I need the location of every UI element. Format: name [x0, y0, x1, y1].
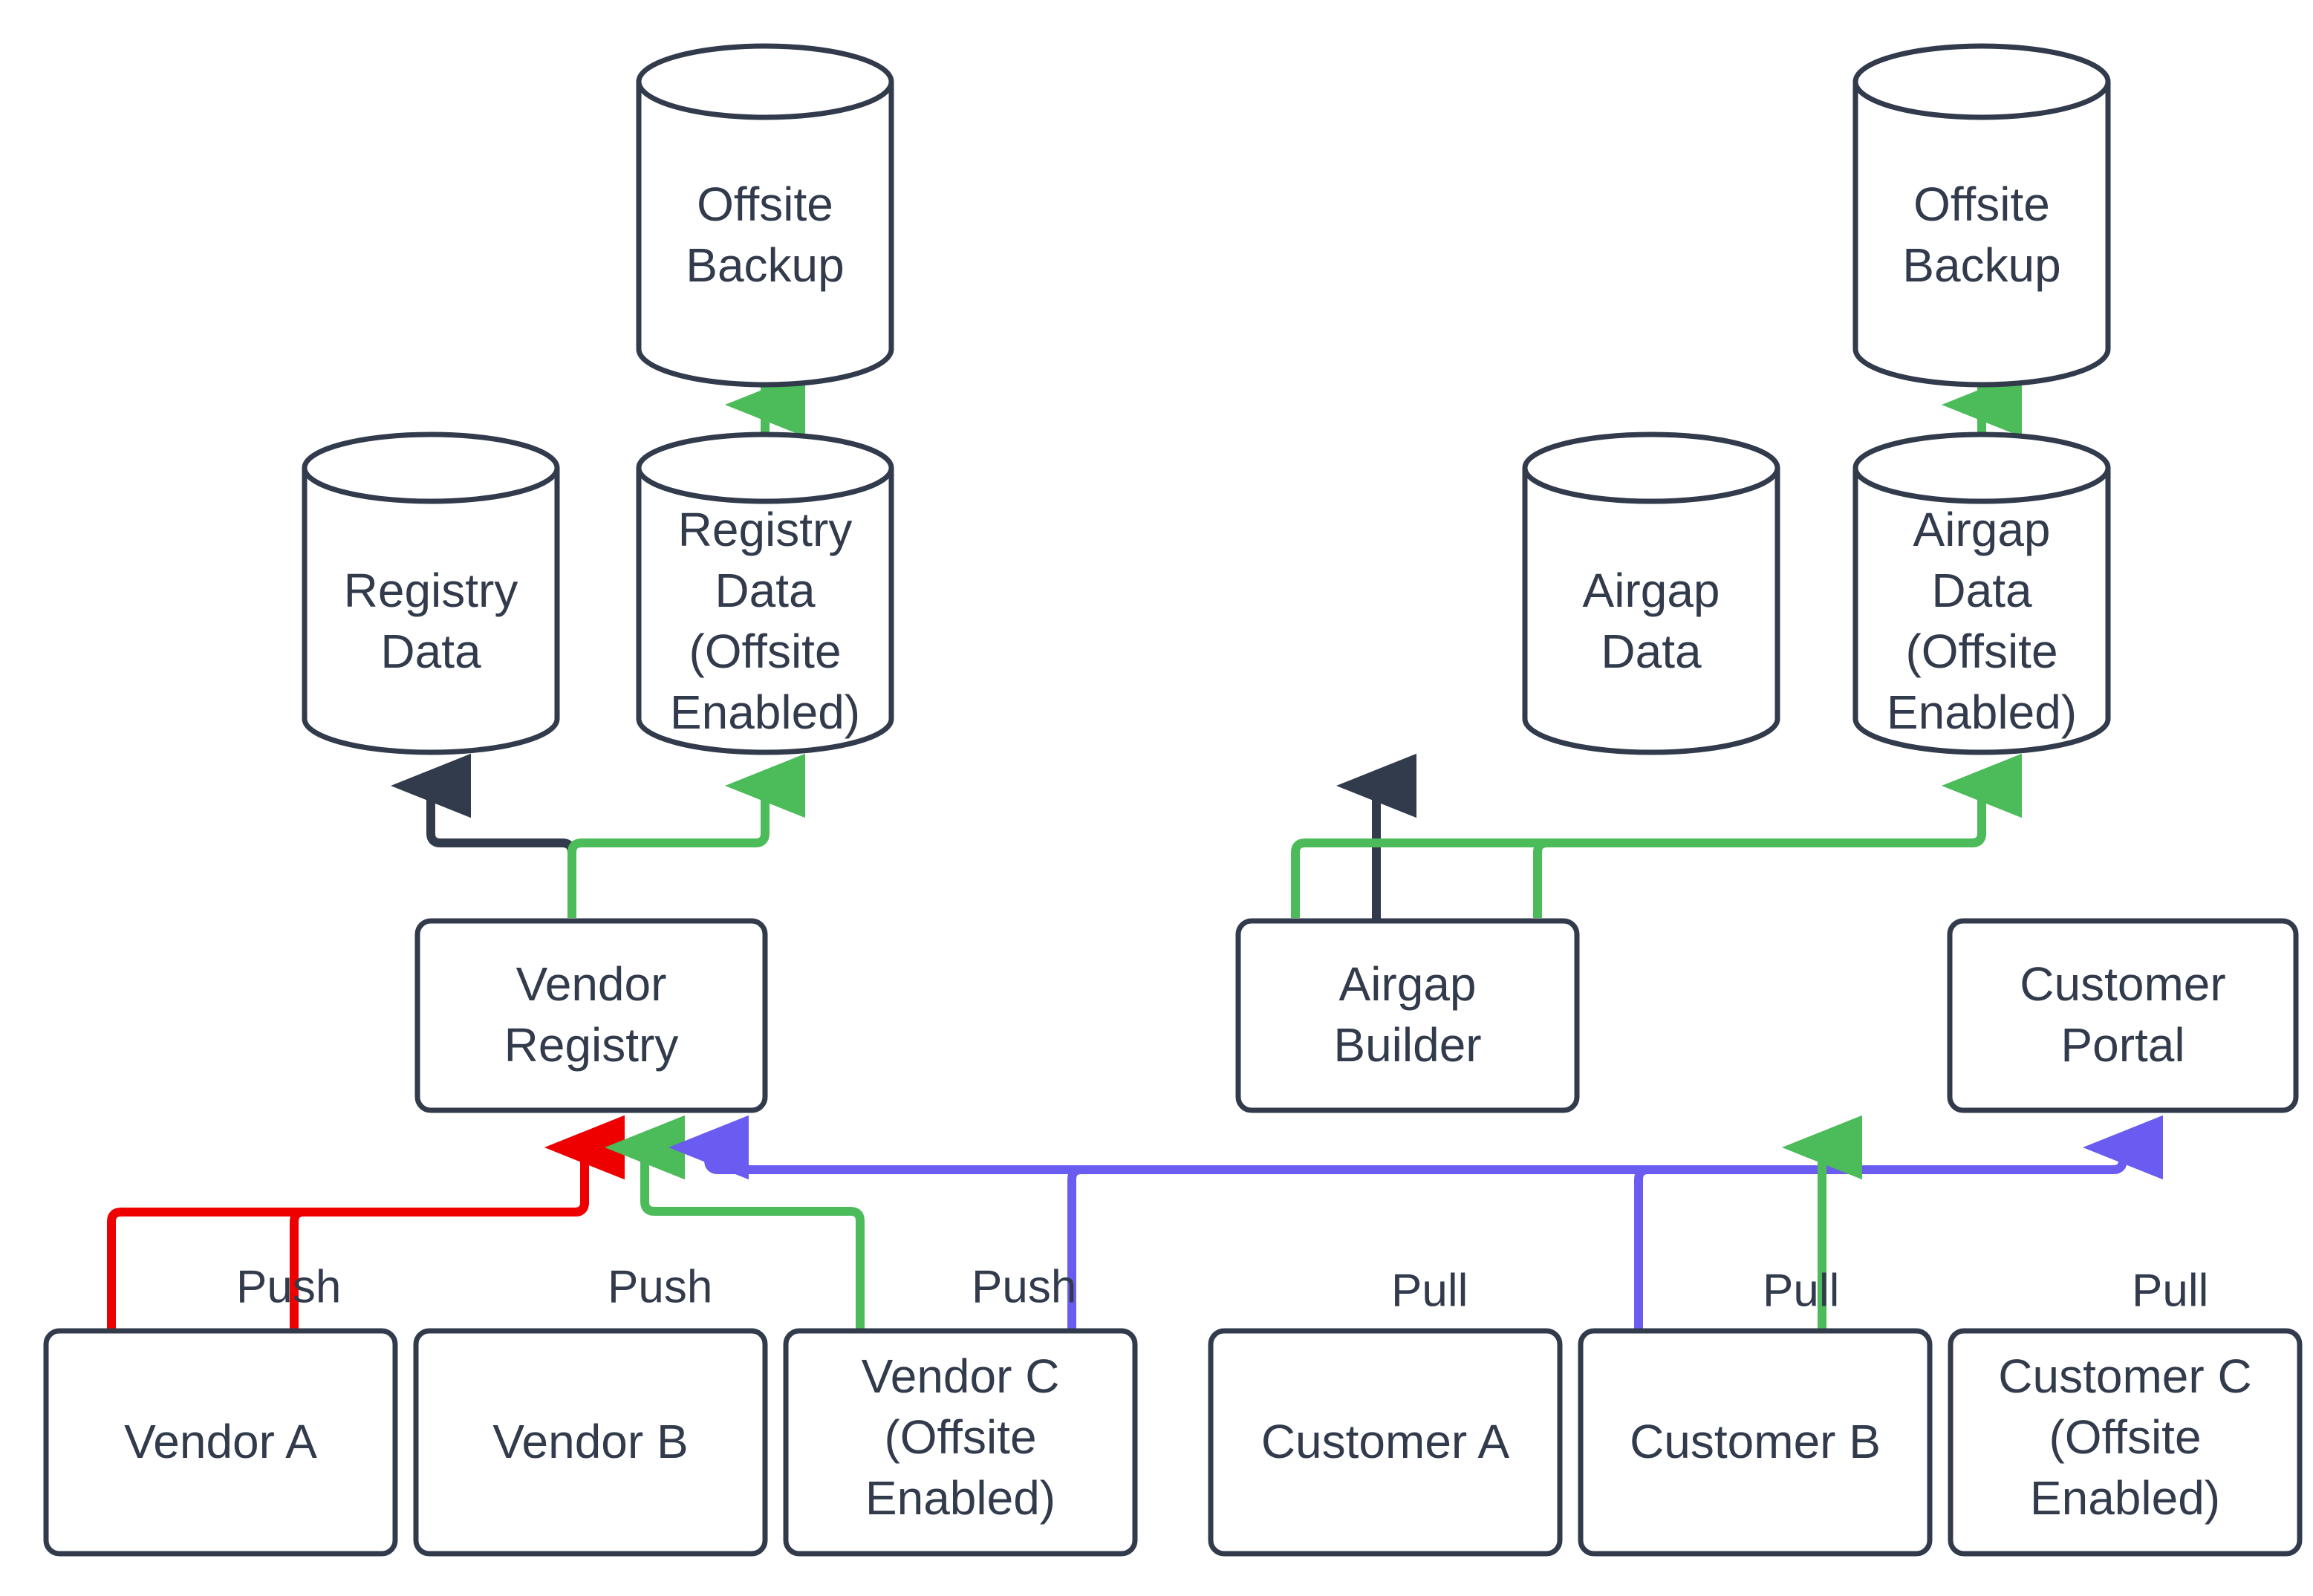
edge-label-customer-b-pull: Pull — [1763, 1265, 1839, 1316]
edge-airgap-builder-to-airgap-offsite — [1291, 786, 1986, 918]
node-label: Airgap — [1339, 957, 1477, 1011]
node-label: (Offsite — [1905, 625, 2057, 678]
node-vendor-c[interactable]: Vendor C (Offsite Enabled) — [783, 1328, 1138, 1557]
node-label: Vendor B — [492, 1415, 688, 1468]
node-label: Customer — [2020, 957, 2225, 1011]
edge-vendor-registry-to-registry-data-offsite — [567, 753, 805, 918]
node-label: Data — [380, 625, 481, 678]
edges-layer — [107, 371, 2163, 1329]
node-label: Vendor C — [862, 1349, 1060, 1403]
edge-label-vendor-c-push: Push — [972, 1261, 1076, 1312]
node-offsite-backup-left[interactable]: Offsite Backup — [636, 43, 894, 388]
node-label: Offsite — [1913, 177, 2050, 231]
edge-customer-portal-to-airgap-offsite — [1533, 753, 2022, 918]
node-label: Registry — [344, 564, 518, 617]
node-label: Data — [1601, 625, 1702, 678]
node-label: Portal — [2060, 1018, 2184, 1072]
node-label: Enabled) — [865, 1471, 1055, 1525]
node-label: Customer A — [1261, 1415, 1510, 1468]
node-label: (Offsite — [689, 625, 841, 678]
edge-label-customer-c-pull: Pull — [2132, 1265, 2208, 1316]
node-customer-portal[interactable]: Customer Portal — [1947, 918, 2299, 1113]
edge-customer-a-pull — [1067, 1115, 2163, 1329]
node-label: Registry — [678, 503, 853, 556]
node-offsite-backup-right[interactable]: Offsite Backup — [1852, 43, 2111, 388]
node-label: Offsite — [697, 177, 833, 231]
edge-labels-layer: Push Push Push Pull Pull Pull — [236, 1261, 2208, 1316]
node-label: Vendor — [516, 957, 667, 1011]
node-label: Builder — [1333, 1018, 1481, 1072]
edge-label-customer-a-pull: Pull — [1391, 1265, 1468, 1316]
node-label: Data — [715, 564, 816, 617]
node-label: Enabled) — [670, 685, 860, 739]
edge-pull-rail-to-vendor-registry — [668, 1115, 2113, 1180]
edge-customer-b-pull — [1634, 1165, 2113, 1329]
edge-vendor-c-push — [605, 1115, 865, 1329]
edge-vendor-b-push — [290, 1115, 625, 1329]
node-label: Data — [1931, 564, 2032, 617]
edge-label-vendor-b-push: Push — [608, 1261, 712, 1312]
node-label: Customer C — [1998, 1349, 2251, 1403]
node-label: (Offsite — [884, 1410, 1036, 1464]
node-customer-c[interactable]: Customer C (Offsite Enabled) — [1948, 1328, 2303, 1557]
node-label: Backup — [686, 238, 844, 292]
node-registry-data[interactable]: Registry Data — [302, 431, 560, 755]
edge-label-vendor-a-push: Push — [236, 1261, 341, 1312]
edge-vendor-registry-to-registry-data — [391, 753, 576, 918]
node-label: Vendor A — [124, 1415, 317, 1468]
node-label: Enabled) — [2030, 1471, 2220, 1525]
node-label: Backup — [1902, 238, 2060, 292]
node-vendor-b[interactable]: Vendor B — [413, 1328, 768, 1557]
node-registry-data-offsite[interactable]: Registry Data (Offsite Enabled) — [636, 431, 894, 755]
node-vendor-registry[interactable]: Vendor Registry — [414, 918, 768, 1113]
node-label: Airgap — [1913, 503, 2051, 556]
node-customer-a[interactable]: Customer A — [1208, 1328, 1563, 1557]
node-airgap-data[interactable]: Airgap Data — [1522, 431, 1780, 755]
node-label: Registry — [504, 1018, 679, 1072]
node-airgap-builder[interactable]: Airgap Builder — [1235, 918, 1580, 1113]
node-airgap-data-offsite[interactable]: Airgap Data (Offsite Enabled) — [1852, 431, 2111, 755]
node-customer-b[interactable]: Customer B — [1578, 1328, 1933, 1557]
node-label: Airgap — [1583, 564, 1720, 617]
node-vendor-a[interactable]: Vendor A — [43, 1328, 398, 1557]
node-label: Enabled) — [1887, 685, 2077, 739]
edge-vendor-a-push — [107, 1115, 625, 1329]
node-label: Customer B — [1630, 1415, 1881, 1468]
node-label: (Offsite — [2049, 1410, 2201, 1464]
